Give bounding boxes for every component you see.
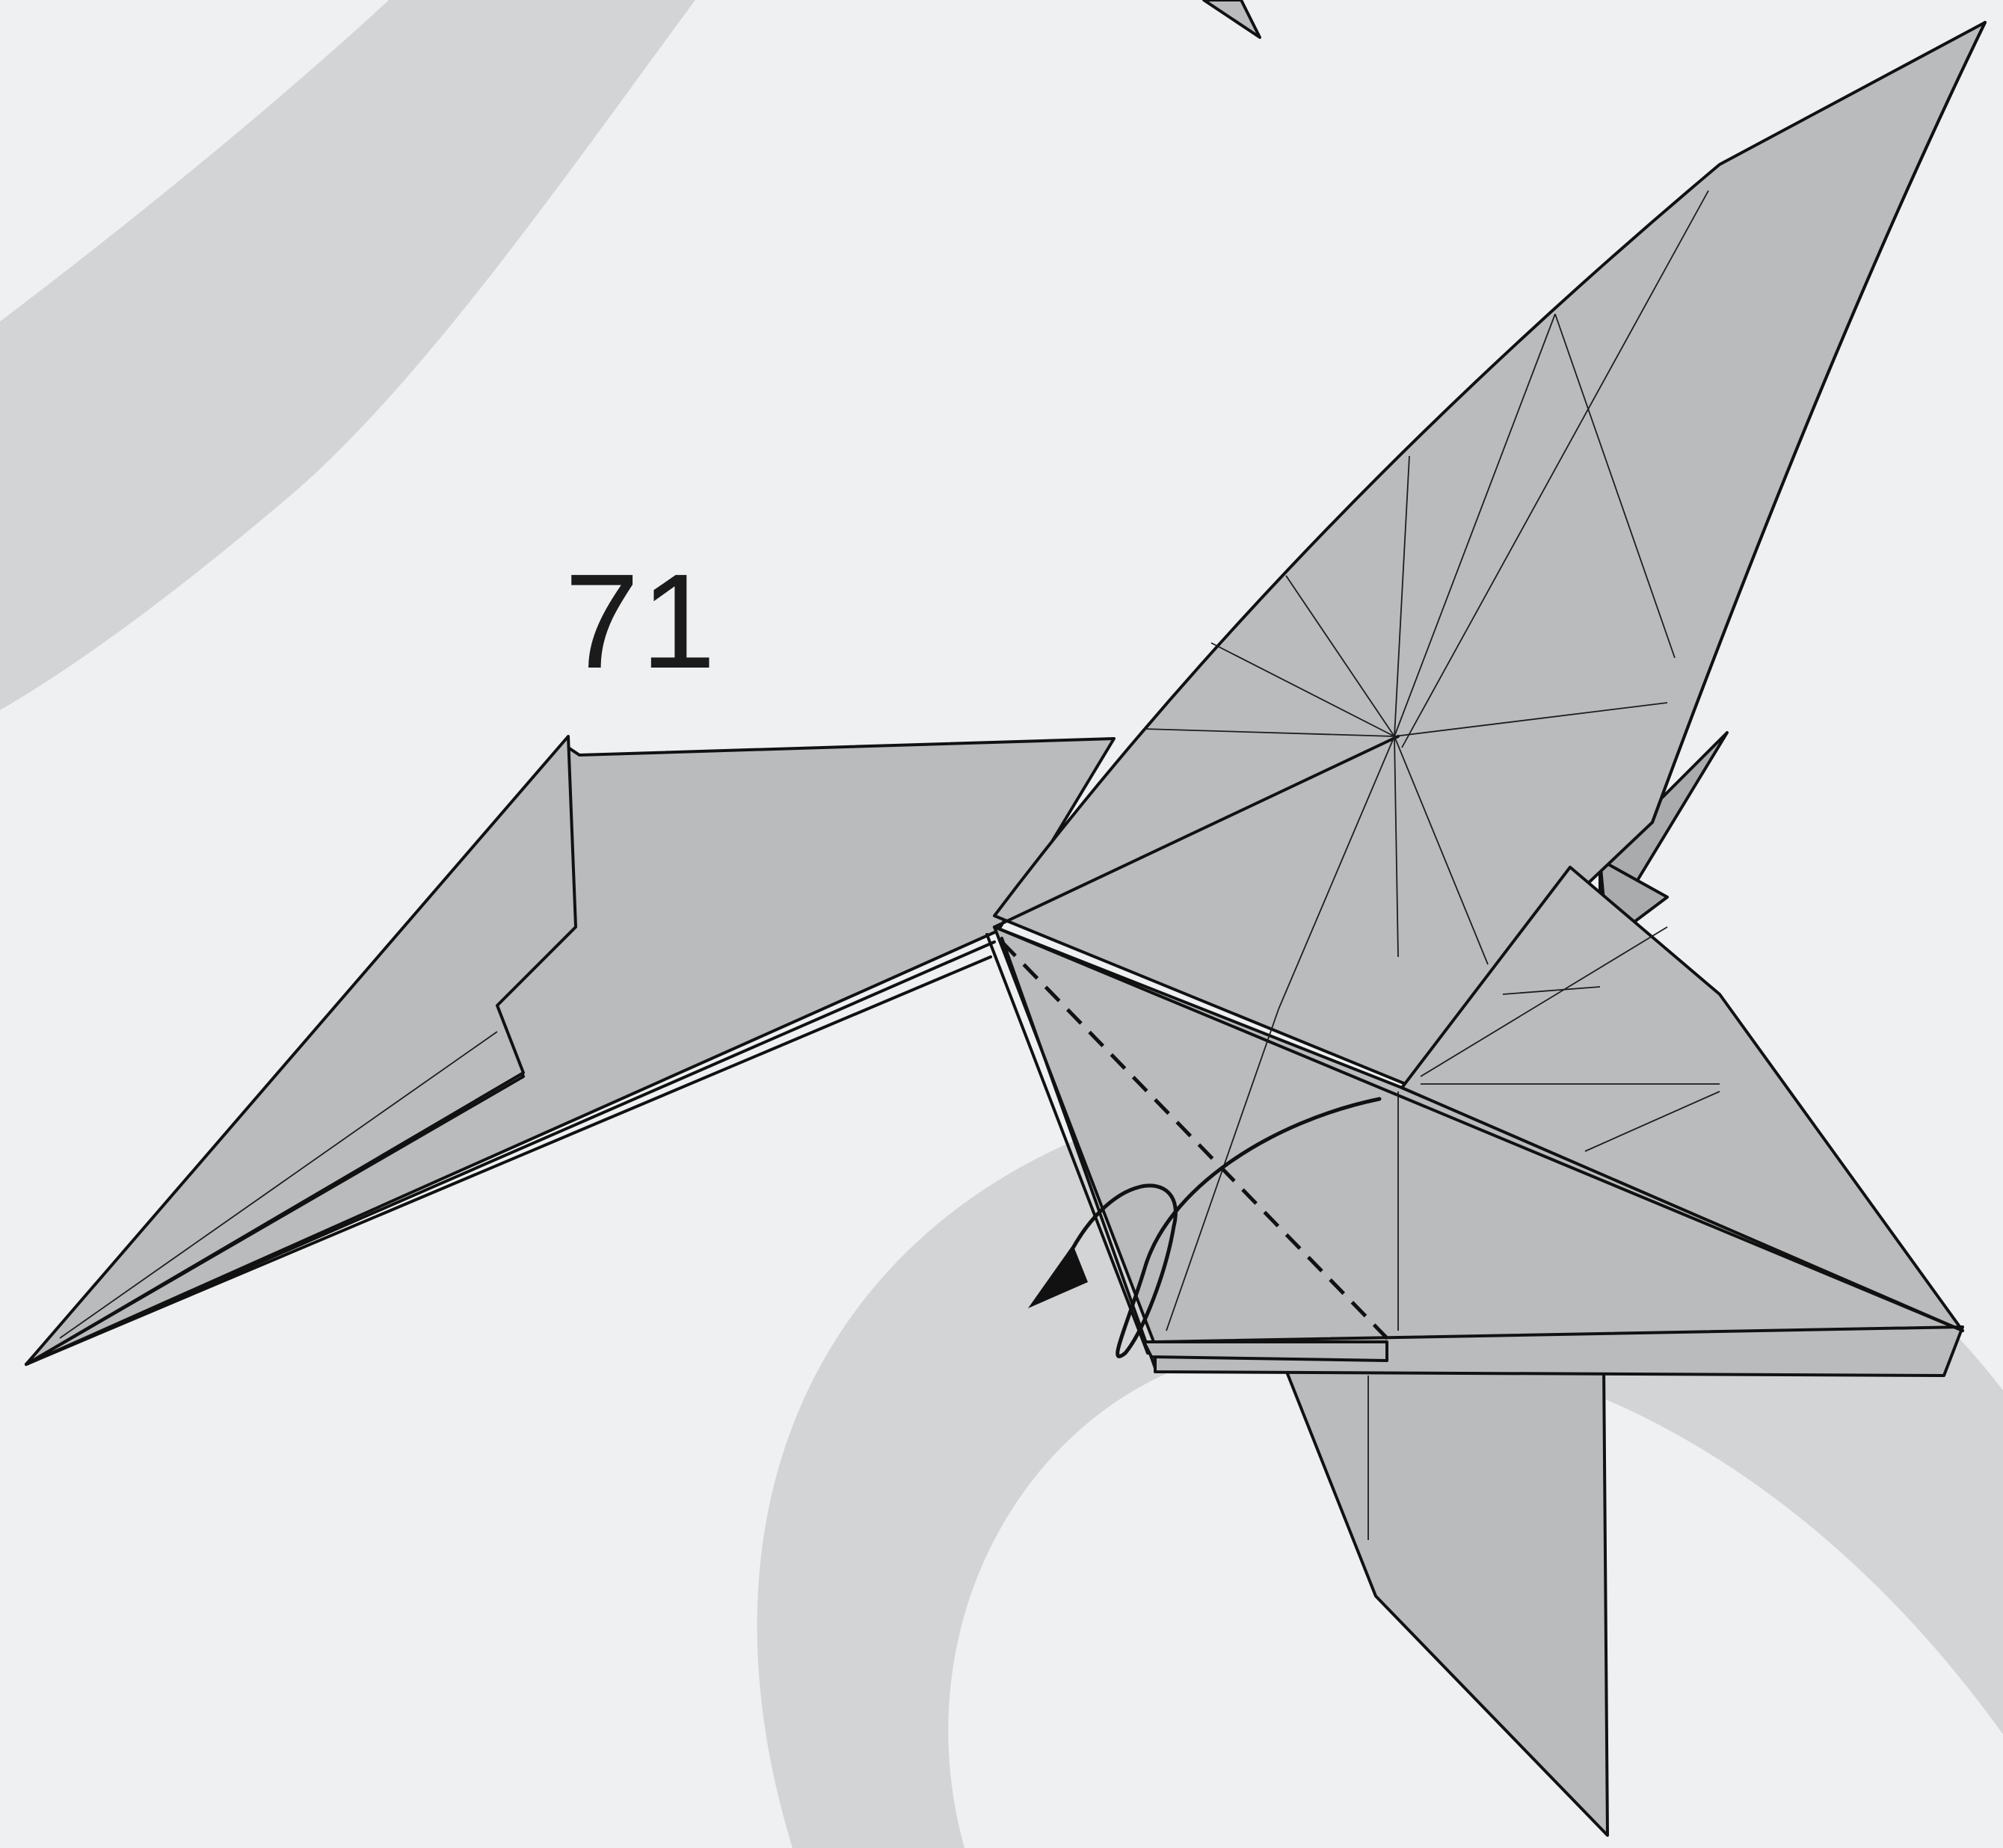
wing-flap — [994, 22, 1985, 1084]
head-tip-flap — [26, 736, 576, 1364]
previous-step-tip — [1204, 0, 1260, 37]
tail-flap — [1282, 1361, 1607, 1835]
step-number: 71 — [564, 555, 717, 689]
small-fold-flap — [1144, 1342, 1387, 1361]
